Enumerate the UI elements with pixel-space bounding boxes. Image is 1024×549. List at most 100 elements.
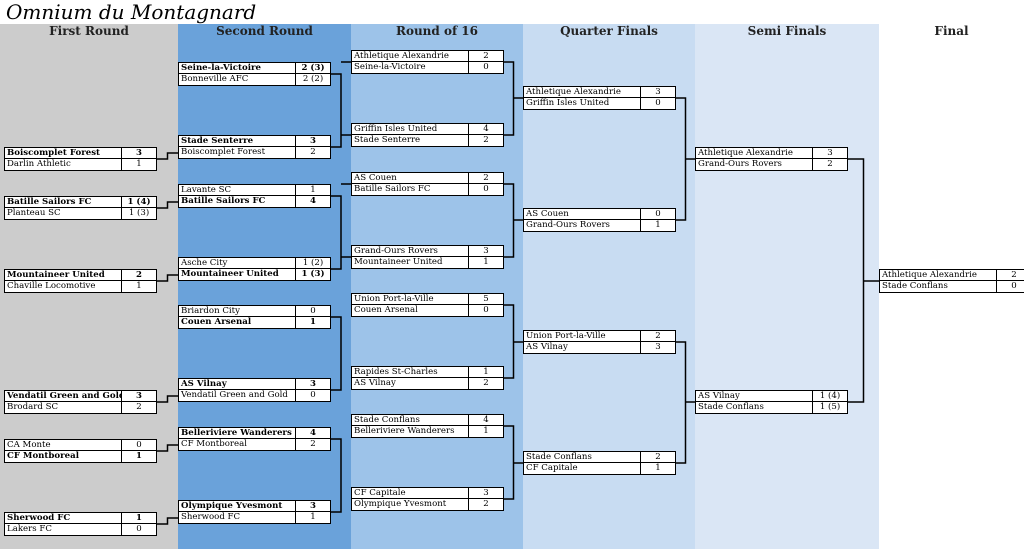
team-score: 3: [655, 87, 661, 97]
team-name: Asche City: [179, 258, 296, 268]
connector-line: [676, 97, 687, 221]
connector-line: [504, 304, 515, 379]
team-score: 3: [310, 501, 316, 511]
team-name: Bonneville AFC: [179, 74, 296, 85]
team-name: Stade Conflans: [524, 452, 641, 462]
team-name: Lavante SC: [179, 185, 296, 195]
team-score: 3: [310, 136, 316, 146]
team-name: Stade Conflans: [696, 402, 813, 413]
team-score: 2: [483, 135, 489, 145]
team-score: 0: [310, 306, 316, 316]
team-name: Rapides St-Charles: [352, 367, 469, 377]
team-name: Athletique Alexandrie: [524, 87, 641, 97]
connector-line: [504, 183, 515, 258]
team-score: 4: [483, 124, 489, 134]
team-score: 4: [310, 196, 316, 206]
team-name: Union Port-la-Ville: [524, 331, 641, 341]
team-score: 2: [136, 270, 142, 280]
team-name: Boiscomplet Forest: [179, 147, 296, 158]
round-header: Quarter Finals: [560, 24, 658, 38]
team-score: 1: [483, 367, 489, 377]
team-score: 2: [655, 452, 661, 462]
team-name: Couen Arsenal: [179, 317, 296, 328]
team-score: 2: [310, 147, 316, 157]
team-row: Stade Conflans 2: [523, 451, 676, 463]
team-name: Stade Senterre: [352, 135, 469, 146]
team-score: 3: [483, 246, 489, 256]
team-score: 1: [310, 512, 316, 522]
team-score: 4: [483, 415, 489, 425]
team-name: CF Montboreal: [179, 439, 296, 450]
connector-line: [157, 395, 178, 403]
round-header: Second Round: [216, 24, 313, 38]
team-score: 3: [136, 391, 142, 401]
team-name: Olympique Yvesmont: [352, 499, 469, 510]
team-score: 1: [655, 220, 661, 230]
team-name: CF Capitale: [524, 463, 641, 474]
connector-line: [157, 274, 178, 282]
team-row: Union Port-la-Ville 2: [523, 330, 676, 342]
team-name: Darlin Athletic: [5, 159, 122, 170]
team-name: Sherwood FC: [179, 512, 296, 523]
team-score: 2: [310, 439, 316, 449]
team-name: Brodard SC: [5, 402, 122, 413]
connector-line: [157, 152, 178, 160]
team-row: Rapides St-Charles 1: [351, 366, 504, 378]
team-score: 1: [310, 185, 316, 195]
team-name: Mountaineer United: [179, 269, 296, 280]
team-score: 2: [827, 159, 833, 169]
team-row: CF Montboreal 2: [178, 439, 331, 451]
team-score: 1: [483, 426, 489, 436]
team-score: 1 (3): [128, 208, 150, 218]
team-score: 1: [310, 317, 316, 327]
round-header: Final: [934, 24, 969, 38]
team-score: 2: [655, 331, 661, 341]
bracket-title: Omnium du Montagnard: [6, 0, 257, 24]
team-row: Athletique Alexandrie 3: [523, 86, 676, 98]
team-score: 3: [310, 379, 316, 389]
connector-line: [157, 201, 178, 209]
connector-line: [157, 517, 178, 525]
team-score: 1 (5): [819, 402, 841, 412]
team-name: Olympique Yvesmont: [179, 501, 296, 511]
team-row: Olympique Yvesmont 3: [178, 500, 331, 512]
team-name: AS Vilnay: [696, 391, 813, 401]
